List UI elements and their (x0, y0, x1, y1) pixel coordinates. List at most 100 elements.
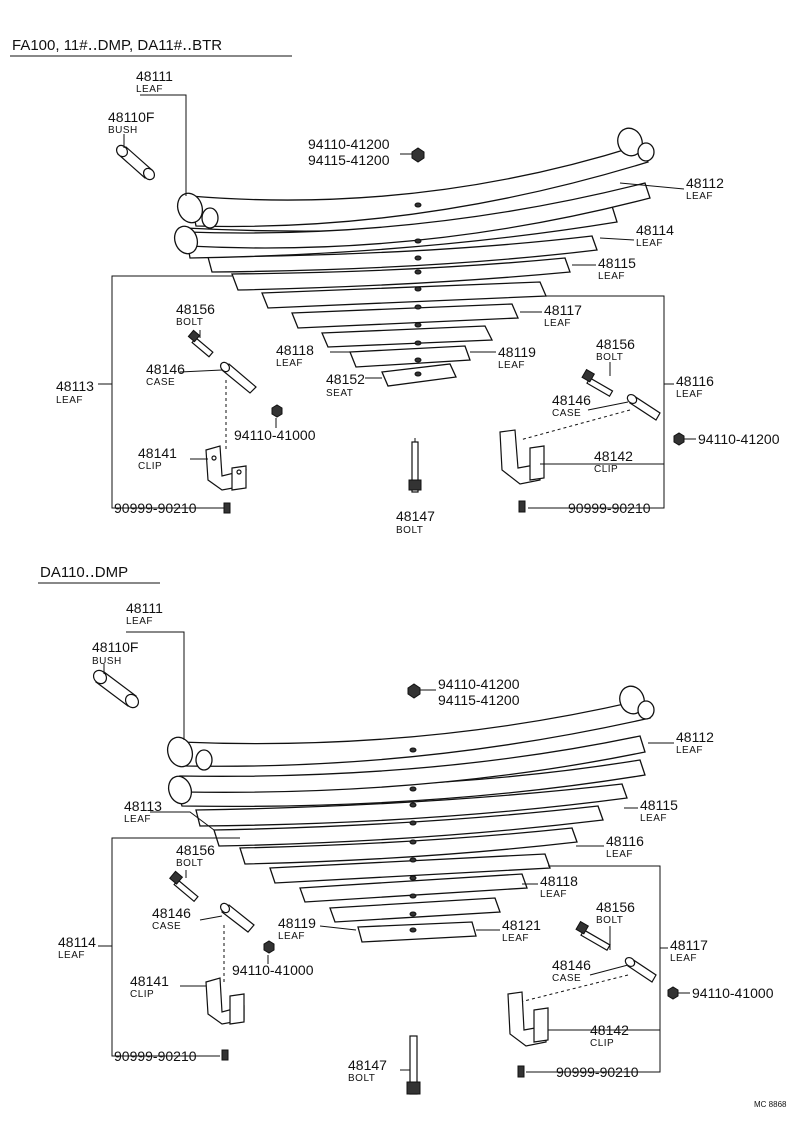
label-48115-name: LEAF (598, 271, 625, 282)
leaf-4 (239, 827, 578, 865)
center-bolt-icon (406, 1035, 421, 1095)
leader-lines (98, 94, 696, 509)
center-bolt-holes (409, 747, 417, 933)
diagram-title: FA100, 11#‥DMP, DA11#‥BTR (12, 37, 222, 54)
label-48119: 48119 (278, 915, 316, 931)
label-bolt-center-name: BOLT (396, 525, 423, 536)
label-case-left: 48146 (152, 905, 191, 921)
label-48118-name: LEAF (276, 358, 303, 369)
case-icon (624, 956, 657, 983)
eye-right-hole (637, 142, 655, 162)
label-bolt-right: 48156 (596, 899, 635, 915)
label-48111-name: LEAF (136, 84, 163, 95)
label-screw-left: 90999-90210 (114, 1048, 197, 1064)
diagram-title: DA110‥DMP (40, 564, 128, 581)
second-leaf-eye-left (173, 225, 199, 255)
label-case-right-name: CASE (552, 973, 581, 984)
main-leaf-eye-left (176, 192, 204, 224)
label-bolt-left: 48156 (176, 842, 215, 858)
label-48111-name: LEAF (126, 616, 153, 627)
label-case-left-name: CASE (152, 921, 181, 932)
bush-icon (92, 669, 140, 709)
nut-icon (673, 432, 685, 446)
leaf-spring-stack (173, 127, 655, 387)
label-nut-top-2: 94115-41200 (308, 152, 390, 168)
label-clip-right-name: CLIP (590, 1038, 614, 1049)
label-nut-left: 94110-41000 (232, 962, 314, 978)
label-48112-name: LEAF (676, 745, 703, 756)
label-48112: 48112 (686, 175, 724, 191)
leaf-6 (321, 325, 494, 348)
center-bolt-holes (414, 202, 422, 377)
label-48118-name: LEAF (540, 889, 567, 900)
label-nut-left: 94110-41000 (234, 427, 316, 443)
main-leaf (189, 144, 649, 228)
label-48113-name: LEAF (124, 814, 151, 825)
label-48115: 48115 (598, 255, 636, 271)
bolt-icon (581, 368, 614, 398)
label-48113: 48113 (124, 798, 162, 814)
leaf-7 (349, 345, 471, 368)
case-icon (219, 902, 255, 933)
nut-icon (263, 940, 275, 954)
label-48112: 48112 (676, 729, 714, 745)
label-48110f-name: BUSH (92, 656, 122, 667)
label-48116: 48116 (606, 833, 644, 849)
label-48119-name: LEAF (498, 360, 525, 371)
label-48118: 48118 (540, 873, 578, 889)
leaf-7 (329, 897, 501, 923)
label-48116-name: LEAF (676, 389, 703, 400)
leaf-8 (357, 921, 477, 943)
label-48114: 48114 (58, 934, 96, 950)
case-icon (626, 393, 661, 421)
label-bolt-right-name: BOLT (596, 352, 623, 363)
nut-icon (407, 683, 421, 699)
label-48115: 48115 (640, 797, 678, 813)
case-icon (219, 361, 257, 394)
clip-icon (205, 445, 247, 491)
bush-icon (115, 144, 156, 181)
label-nut-top-2: 94115-41200 (438, 692, 520, 708)
clip-icon (205, 977, 245, 1025)
leaf-3 (231, 257, 571, 291)
label-screw-right: 90999-90210 (556, 1064, 639, 1080)
nut-icon (271, 404, 283, 418)
bolt-icon (575, 920, 611, 952)
label-clip-right-name: CLIP (594, 464, 618, 475)
label-bolt-right-name: BOLT (596, 915, 623, 926)
leaf-5 (291, 303, 519, 329)
label-bolt-left-name: BOLT (176, 858, 203, 869)
label-48114-name: LEAF (636, 238, 663, 249)
label-case-right: 48146 (552, 957, 591, 973)
label-48117: 48117 (544, 302, 582, 318)
clip-icon (499, 429, 545, 485)
label-bolt-left-name: BOLT (176, 317, 203, 328)
label-screw-right: 90999-90210 (568, 500, 651, 516)
leaf-2 (207, 235, 598, 273)
label-48119: 48119 (498, 344, 536, 360)
label-clip-left-name: CLIP (138, 461, 162, 472)
label-48119-name: LEAF (278, 931, 305, 942)
label-48113-name: LEAF (56, 395, 83, 406)
label-48152-name: SEAT (326, 388, 353, 399)
label-case-left: 48146 (146, 361, 185, 377)
center-bolt-icon (408, 438, 422, 493)
label-48117-name: LEAF (544, 318, 571, 329)
main-leaf-lower (179, 735, 646, 793)
label-clip-right: 48142 (594, 448, 633, 464)
label-48113: 48113 (56, 378, 94, 394)
leaf-spring-stack (166, 685, 655, 943)
clip-icon (507, 991, 549, 1047)
label-48110f: 48110F (92, 639, 138, 655)
label-48152: 48152 (326, 371, 365, 387)
label-nut-right: 94110-41000 (692, 985, 774, 1001)
label-48110f-name: BUSH (108, 125, 138, 136)
leaf-5 (269, 853, 551, 884)
label-48112-name: LEAF (686, 191, 713, 202)
eye-right-hole (637, 700, 655, 720)
label-nut-top-1: 94110-41200 (438, 676, 520, 692)
label-bolt-center: 48147 (348, 1057, 387, 1073)
footer-code: MC 8868 (754, 1100, 787, 1109)
label-48110f: 48110F (108, 109, 154, 125)
